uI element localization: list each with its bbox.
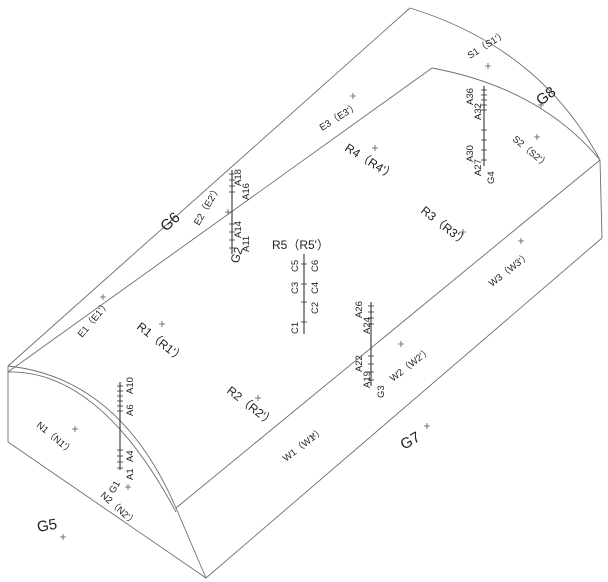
front-top-edge (7, 67, 433, 373)
label-a1: A1 (125, 468, 136, 480)
label-g5: G5 (36, 516, 59, 536)
label-r5: R5（R5'） (272, 238, 329, 252)
label-c4: C4 (310, 282, 321, 294)
near-vertical-edge (175, 507, 207, 579)
label-g3: G3 (376, 385, 387, 398)
label-a24: A24 (362, 317, 373, 334)
label-g1: G1 (107, 479, 123, 495)
label-r4: R4（R4'） (342, 141, 398, 183)
label-a16: A16 (241, 183, 252, 200)
right-vertical-edge (599, 159, 603, 239)
label-a10: A10 (125, 377, 136, 394)
spring-line-edge (175, 159, 601, 509)
label-g2: G2 (228, 245, 246, 265)
label-c1: C1 (290, 322, 301, 334)
label-a4: A4 (125, 450, 136, 462)
label-g7: G7 (398, 429, 424, 454)
label-g4: G4 (486, 171, 497, 184)
rod-a27-a36 (481, 86, 487, 166)
label-e3: E3（E3'） (317, 100, 361, 134)
label-w2: W2（W2'） (387, 345, 433, 385)
label-a14: A14 (233, 221, 244, 238)
rod-a11-a18 (229, 170, 235, 254)
label-a27: A27 (473, 159, 484, 176)
rod-a19-a26 (368, 302, 374, 386)
bottom-long-edge (205, 237, 603, 579)
point-markers (60, 63, 544, 540)
rod-c1-c6 (301, 254, 307, 334)
back-top-edge (7, 7, 411, 367)
rod-a1-a10 (117, 382, 123, 470)
left-arch-lower (7, 371, 177, 513)
label-a36: A36 (465, 88, 476, 105)
label-a32: A32 (473, 103, 484, 120)
label-n2: N2（N2'） (98, 489, 140, 528)
label-c6: C6 (310, 260, 321, 272)
label-s2: S2（S2'） (510, 133, 551, 171)
label-a26: A26 (354, 301, 365, 318)
label-n1: N1（N1'） (34, 419, 76, 457)
label-w1: W1（W1'） (280, 425, 326, 465)
right-arch-bottom (431, 67, 601, 161)
label-a19: A19 (362, 371, 373, 388)
label-g8: G8 (533, 83, 559, 109)
label-a6: A6 (125, 404, 136, 416)
label-r3: R3（R3'） (418, 203, 472, 249)
label-e1: E1（E1'） (75, 298, 113, 339)
label-c2: C2 (310, 302, 321, 314)
label-a22: A22 (354, 355, 365, 372)
label-r1: R1（R1'） (134, 319, 188, 365)
left-arch-top (7, 365, 177, 509)
label-a18: A18 (233, 169, 244, 186)
label-c3: C3 (290, 282, 301, 294)
label-w3: W3（W3'） (486, 250, 532, 290)
label-a11: A11 (241, 236, 252, 252)
label-c5: C5 (290, 260, 301, 272)
label-r2: R2（R2'） (224, 383, 278, 429)
vault-outline (7, 7, 603, 579)
right-arch-top (409, 7, 601, 161)
left-bottom-edge (7, 441, 207, 579)
label-a30: A30 (465, 145, 476, 162)
